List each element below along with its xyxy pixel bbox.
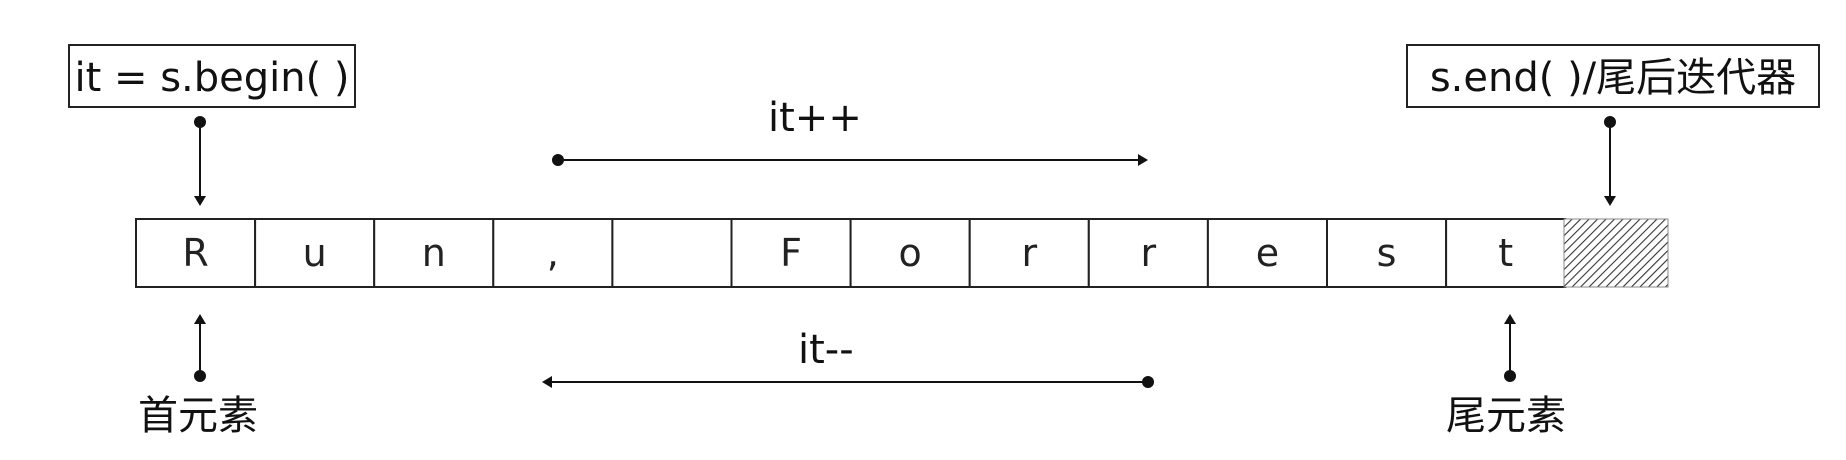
begin-iterator-label: it = s.begin( ) <box>74 55 350 101</box>
string-cell: F <box>730 218 852 288</box>
cell-character: r <box>1141 231 1157 275</box>
decrement-arrow <box>542 376 1154 388</box>
begin-iterator-box: it = s.begin( ) <box>68 44 356 108</box>
last-element-label: 尾元素 <box>1446 393 1566 439</box>
increment-arrow <box>552 154 1148 166</box>
last-element-arrow <box>1504 314 1516 382</box>
cell-character: t <box>1498 231 1513 275</box>
string-cell: o <box>849 218 971 288</box>
string-cell: n <box>373 218 495 288</box>
string-cell: t <box>1445 218 1567 288</box>
string-cell: , <box>492 218 614 288</box>
cell-border <box>611 218 733 288</box>
string-cell: u <box>254 218 376 288</box>
begin-pointer-arrow <box>194 116 206 206</box>
string-cell: r <box>1087 218 1209 288</box>
cell-character: s <box>1377 231 1397 275</box>
string-cell: s <box>1326 218 1448 288</box>
decrement-label: it-- <box>798 327 854 373</box>
string-cell <box>611 218 733 288</box>
string-cell: e <box>1206 218 1329 288</box>
cell-character: F <box>780 231 802 275</box>
first-element-arrow <box>194 314 206 382</box>
cell-border <box>1326 218 1448 288</box>
cell-character: R <box>182 231 208 275</box>
cell-border <box>1445 218 1567 288</box>
string-cell: r <box>968 218 1090 288</box>
first-element-label: 首元素 <box>138 393 258 439</box>
cell-character: n <box>422 231 446 275</box>
cell-character: , <box>547 231 559 275</box>
cell-character: r <box>1021 231 1037 275</box>
end-iterator-label: s.end( )/尾后迭代器 <box>1429 55 1797 101</box>
cell-character: u <box>303 231 327 275</box>
cell-border <box>492 218 614 288</box>
cell-border <box>849 218 971 288</box>
cell-character: e <box>1256 231 1279 275</box>
end-iterator-box: s.end( )/尾后迭代器 <box>1406 44 1820 108</box>
string-cell: R <box>135 218 257 288</box>
past-the-end-slot <box>1563 218 1669 288</box>
cell-character: o <box>899 231 922 275</box>
end-pointer-arrow <box>1604 116 1616 206</box>
increment-label: it++ <box>768 95 862 141</box>
cell-border <box>254 218 376 288</box>
cell-border <box>1087 218 1209 288</box>
